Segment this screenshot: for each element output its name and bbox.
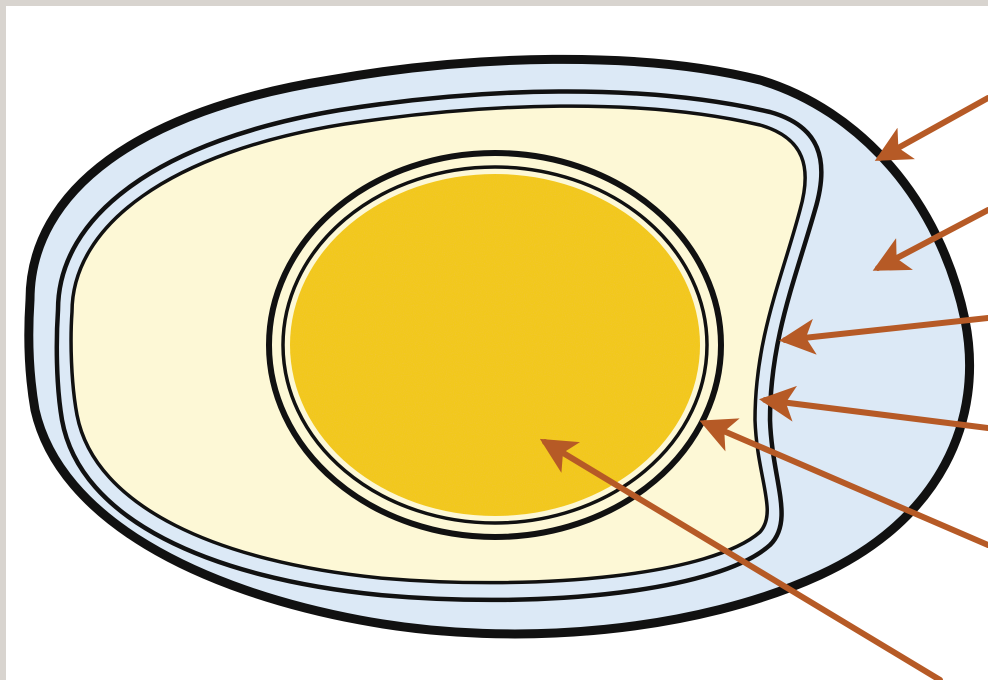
yolk-texture [290, 174, 700, 516]
